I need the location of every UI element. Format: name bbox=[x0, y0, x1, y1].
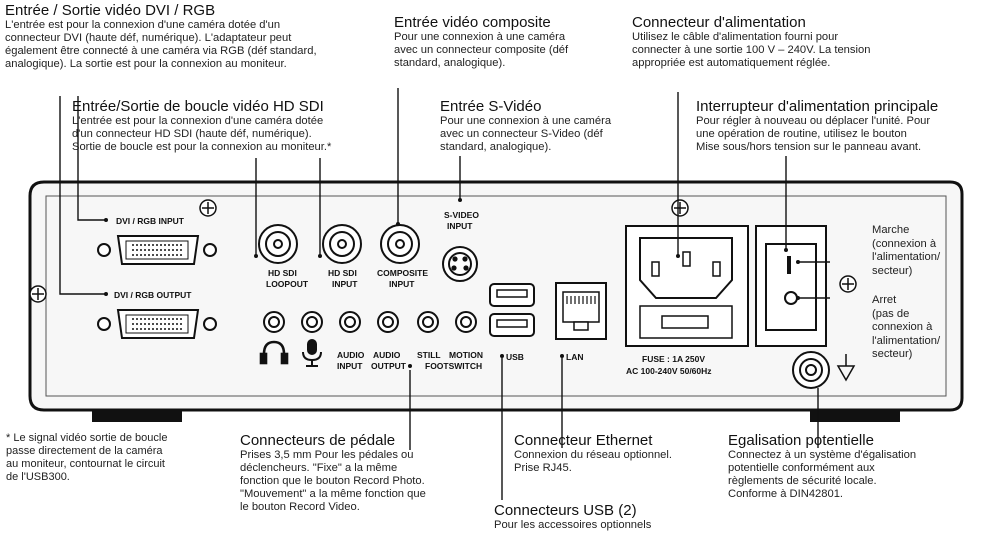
label-fuse-1: FUSE : 1A 250V bbox=[642, 354, 705, 364]
annotation-svideo-title: Entrée S-Vidéo bbox=[440, 98, 542, 115]
annotation-switch: Interrupteur d'alimentation principale P… bbox=[696, 98, 986, 154]
annotation-svideo-desc: Pour une connexion à une caméra avec un … bbox=[440, 115, 612, 153]
annotation-equipotential: Egalisation potentielle Connectez à un s… bbox=[728, 432, 978, 501]
annotation-power: Connecteur d'alimentation Utilisez le câ… bbox=[632, 14, 932, 70]
label-fuse-2: AC 100-240V 50/60Hz bbox=[626, 366, 712, 376]
lan-port[interactable] bbox=[555, 282, 607, 340]
annotation-ethernet-title: Connecteur Ethernet bbox=[514, 432, 653, 449]
annotation-switch-title: Interrupteur d'alimentation principale bbox=[696, 98, 939, 115]
label-usb: USB bbox=[506, 352, 524, 362]
motion-footswitch-jack bbox=[455, 311, 477, 333]
annotation-usb-title: Connecteurs USB (2) bbox=[494, 502, 637, 519]
annotation-composite-desc: Pour une connexion à une caméra avec un … bbox=[394, 31, 569, 69]
annotation-arret: Arret (pas de connexion à l'alimentation… bbox=[872, 294, 941, 360]
hd-sdi-input-connector[interactable] bbox=[322, 224, 362, 264]
screw-icon bbox=[29, 199, 857, 303]
label-hd-loop-1: HD SDI bbox=[268, 268, 297, 278]
footnote: * Le signal vidéo sortie de boucle passe… bbox=[6, 432, 168, 483]
usb-port-2[interactable] bbox=[489, 313, 535, 337]
annotation-composite-title: Entrée vidéo composite bbox=[394, 14, 551, 31]
annotation-ethernet-desc: Connexion du réseau optionnel. Prise RJ4… bbox=[514, 449, 672, 474]
annotation-pedal-title: Connecteurs de pédale bbox=[240, 432, 396, 449]
label-footswitch: FOOTSWITCH bbox=[425, 361, 482, 371]
annotation-power-title: Connecteur d'alimentation bbox=[632, 14, 806, 31]
annotation-pedal: Connecteurs de pédale Prises 3,5 mm Pour… bbox=[240, 432, 470, 514]
annotation-equipotential-title: Egalisation potentielle bbox=[728, 432, 874, 449]
ground-icon bbox=[836, 354, 856, 382]
annotation-hdsdi-desc: L'entrée est pour la connexion d'une cam… bbox=[72, 115, 332, 153]
annotation-svideo: Entrée S-Vidéo Pour une connexion à une … bbox=[440, 98, 650, 154]
s-video-input-connector[interactable] bbox=[442, 246, 478, 282]
annotation-usb: Connecteurs USB (2) Pour les accessoires… bbox=[494, 502, 734, 532]
label-svideo-1: S-VIDEO bbox=[444, 210, 479, 220]
label-still: STILL bbox=[417, 350, 441, 360]
label-svideo-2: INPUT bbox=[447, 221, 473, 231]
label-dvi-input: DVI / RGB INPUT bbox=[116, 216, 185, 226]
annotation-power-desc: Utilisez le câble d'alimentation fourni … bbox=[632, 31, 871, 69]
callout-lines bbox=[59, 88, 830, 500]
dvi-output-connector[interactable] bbox=[97, 309, 217, 339]
label-audio-out-2: OUTPUT bbox=[371, 361, 407, 371]
annotation-equipotential-desc: Connectez à un système d'égalisation pot… bbox=[728, 449, 917, 500]
microphone-icon bbox=[302, 339, 322, 367]
label-composite-2: INPUT bbox=[389, 279, 415, 289]
annotation-ethernet: Connecteur Ethernet Connexion du réseau … bbox=[514, 432, 734, 475]
label-hd-in-1: HD SDI bbox=[328, 268, 357, 278]
usb-port-1[interactable] bbox=[489, 283, 535, 307]
label-audio-in-1: AUDIO bbox=[337, 350, 365, 360]
callout-dots bbox=[104, 198, 800, 368]
label-audio-in-2: INPUT bbox=[337, 361, 363, 371]
label-motion: MOTION bbox=[449, 350, 483, 360]
annotation-composite: Entrée vidéo composite Pour une connexio… bbox=[394, 14, 594, 70]
foot-right bbox=[810, 410, 900, 422]
annotation-dvi: Entrée / Sortie vidéo DVI / RGB L'entrée… bbox=[5, 2, 385, 71]
still-footswitch-jack bbox=[417, 311, 439, 333]
annotation-hdsdi: Entrée/Sortie de boucle vidéo HD SDI L'e… bbox=[72, 98, 402, 154]
microphone-jack bbox=[301, 311, 323, 333]
composite-input-connector[interactable] bbox=[380, 224, 420, 264]
power-connector[interactable] bbox=[625, 225, 749, 347]
annotation-dvi-desc: L'entrée est pour la connexion d'une cam… bbox=[5, 19, 317, 70]
annotation-hdsdi-title: Entrée/Sortie de boucle vidéo HD SDI bbox=[72, 98, 324, 115]
equipotential-ground-connector[interactable] bbox=[792, 351, 830, 389]
annotation-dvi-title: Entrée / Sortie vidéo DVI / RGB bbox=[5, 2, 216, 19]
annotation-switch-desc: Pour régler à nouveau ou déplacer l'unit… bbox=[696, 115, 931, 153]
audio-output-jack bbox=[377, 311, 399, 333]
label-hd-loop-2: LOOPOUT bbox=[266, 279, 309, 289]
foot-left bbox=[92, 410, 182, 422]
headphone-jack bbox=[263, 311, 285, 333]
headphones-icon bbox=[259, 340, 289, 365]
label-hd-in-2: INPUT bbox=[332, 279, 358, 289]
label-dvi-output: DVI / RGB OUTPUT bbox=[114, 290, 192, 300]
label-audio-out-1: AUDIO bbox=[373, 350, 401, 360]
dvi-input-connector[interactable] bbox=[97, 235, 217, 265]
label-composite-1: COMPOSITE bbox=[377, 268, 428, 278]
annotation-usb-desc: Pour les accessoires optionnels bbox=[494, 519, 652, 531]
audio-input-jack bbox=[339, 311, 361, 333]
annotation-marche: Marche (connexion à l'alimentation/ sect… bbox=[872, 224, 941, 277]
main-power-switch[interactable] bbox=[755, 225, 827, 347]
hd-sdi-loopout-connector[interactable] bbox=[258, 224, 298, 264]
annotation-pedal-desc: Prises 3,5 mm Pour les pédales ou déclen… bbox=[240, 449, 426, 513]
label-lan: LAN bbox=[566, 352, 583, 362]
